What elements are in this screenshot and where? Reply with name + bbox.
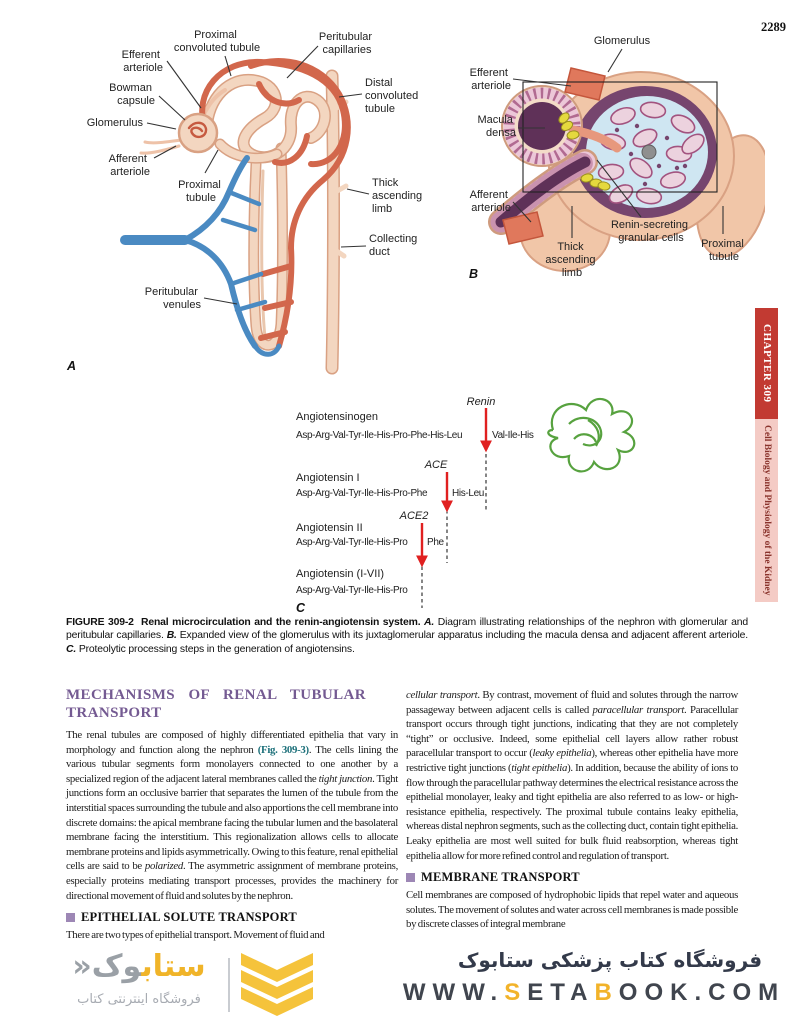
section-title: MECHANISMS OF RENAL TUBULAR TRANSPORT xyxy=(66,687,366,721)
chapter-title-tab[interactable]: Cell Biology and Physiology of the Kidne… xyxy=(755,419,778,602)
label-proximal-tubule: Proximal tubule xyxy=(701,238,747,263)
peptide-sequence-cleaved: Phe xyxy=(427,537,445,548)
label-peritubular-capillaries: Peritubular capillaries xyxy=(319,31,375,56)
nephron-microcirculation-diagram: Proximal convoluted tubule Peritubular c… xyxy=(66,29,425,375)
angiotensin-processing-diagram: Renin ACE ACE2 Angiotensinogen Asp-Arg-V… xyxy=(296,396,636,615)
figure-309-3-reference[interactable]: (Fig. 309-3) xyxy=(257,743,309,756)
label-peritubular-venules: Peritubular venules xyxy=(145,286,202,311)
page-number: 2289 xyxy=(761,20,786,34)
section-bullet-icon xyxy=(406,873,415,883)
label-thick-ascending-limb: Thick ascending limb xyxy=(545,241,598,279)
peptide-sequence: Asp-Arg-Val-Tyr-Ile-His-Pro-Phe-His-Leu xyxy=(296,430,462,441)
peptide-sequence: Asp-Arg-Val-Tyr-Ile-His-Pro xyxy=(296,585,408,596)
label-afferent-arteriole: Afferent arteriole xyxy=(470,189,511,214)
peptide-sequence-cleaved: His-Leu xyxy=(452,488,484,499)
peptide-sequence-cleaved: Val-Ile-His xyxy=(492,430,534,441)
peritubular-venules-art xyxy=(120,155,282,357)
setabook-logo: ستابوک« xyxy=(72,949,206,984)
store-url[interactable]: WWW.SETABOOK.COM xyxy=(402,979,786,1006)
nephron-artwork xyxy=(120,58,351,375)
panel-letter-c: C xyxy=(296,601,306,615)
section-bullet-icon xyxy=(66,913,75,923)
footer-band xyxy=(0,945,797,1023)
store-name-line: فروشگاه کتاب پزشکی ستابوک xyxy=(457,948,763,972)
paragraph-tubular-transport: The renal tubules are composed of highly… xyxy=(66,729,398,902)
peptide-sequence: Asp-Arg-Val-Tyr-Ile-His-Pro xyxy=(296,537,408,548)
peptide-name: Angiotensin I xyxy=(296,472,360,484)
peritubular-capillaries-art xyxy=(199,58,351,349)
chapter-tab[interactable]: CHAPTER 309 xyxy=(755,308,778,419)
peptide-name: Angiotensin II xyxy=(296,522,363,534)
panel-letter-b: B xyxy=(469,267,478,281)
leader-lines xyxy=(512,48,724,238)
label-glomerulus: Glomerulus xyxy=(594,35,651,47)
article-left-column: MECHANISMS OF RENAL TUBULAR TRANSPORT Th… xyxy=(66,686,398,943)
paragraph-continuation: There are two types of epithelial transp… xyxy=(66,929,325,942)
peptide-sequence: Asp-Arg-Val-Tyr-Ile-His-Pro-Phe xyxy=(296,488,428,499)
enzyme-ace: ACE xyxy=(424,459,448,471)
logo-tagline: فروشگاه اینترنتی کتاب xyxy=(77,992,201,1007)
label-efferent-arteriole: Efferent arteriole xyxy=(470,67,511,92)
label-distal-convoluted-tubule: Distal convoluted tubule xyxy=(365,77,421,115)
label-thick-ascending-limb: Thick ascending limb xyxy=(372,177,425,215)
enzyme-arrows xyxy=(416,408,492,568)
article-right-column: cellular transport. By contrast, movemen… xyxy=(406,688,738,932)
figure-caption: FIGURE 309-2 Renal microcirculation and … xyxy=(66,617,748,655)
enzyme-ace2: ACE2 xyxy=(399,510,429,522)
label-renin-secreting-granular-cells: Renin-secreting granular cells xyxy=(611,219,691,244)
label-proximal-tubule: Proximal tubule xyxy=(178,179,224,204)
label-afferent-arteriole: Afferent arteriole xyxy=(109,153,150,178)
cleavage-dashed-lines xyxy=(421,428,487,608)
juxtaglomerular-apparatus-diagram: Glomerulus Efferent arteriole Macula den… xyxy=(469,35,765,281)
subsection-membrane-transport: MEMBRANE TRANSPORT xyxy=(406,870,738,885)
jga-artwork xyxy=(488,67,765,272)
logo-chevron-icon: « xyxy=(72,949,92,984)
footer-divider xyxy=(228,958,230,1012)
label-macula-densa: Macula densa xyxy=(477,114,516,139)
peptide-name: Angiotensinogen xyxy=(296,411,378,423)
chevron-emblem-icon xyxy=(241,953,313,1016)
label-efferent-arteriole: Efferent arteriole xyxy=(122,49,163,74)
subsection-epithelial-solute-transport: EPITHELIAL SOLUTE TRANSPORT xyxy=(66,910,398,925)
leader-lines xyxy=(146,45,370,305)
label-collecting-duct: Collecting duct xyxy=(369,233,420,258)
label-glomerulus: Glomerulus xyxy=(87,117,144,129)
label-proximal-convoluted-tubule: Proximal convoluted tubule xyxy=(174,29,260,54)
renin-protein-squiggle-icon xyxy=(547,398,636,473)
glomerulus-art xyxy=(177,112,219,154)
paragraph-paracellular-transport: cellular transport. By contrast, movemen… xyxy=(406,689,739,862)
panel-letter-a: A xyxy=(66,359,76,373)
label-bowman-capsule: Bowman capsule xyxy=(109,82,155,107)
peptide-name: Angiotensin (I-VII) xyxy=(296,568,384,580)
paragraph-membrane-transport: Cell membranes are composed of hydrophob… xyxy=(406,889,738,931)
enzyme-renin: Renin xyxy=(467,396,496,408)
